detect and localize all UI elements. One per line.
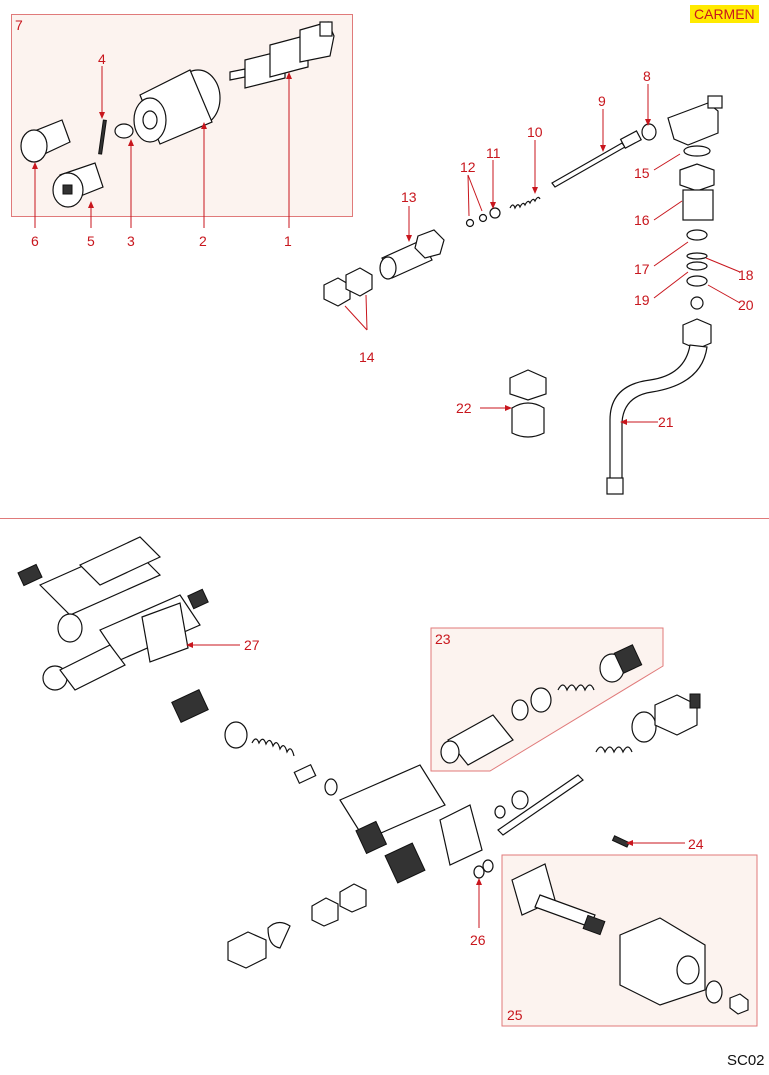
callout-13: 13 [401, 189, 417, 205]
part-nut-b [311, 897, 339, 927]
leader-lines [32, 66, 741, 928]
part-25-solenoid [511, 863, 749, 1015]
brand-badge: CARMEN [690, 5, 759, 23]
part-10-spring [509, 196, 541, 210]
part-11-seal [489, 207, 501, 219]
part-23-valve [440, 644, 643, 766]
part-2-knob [133, 69, 221, 145]
part-end-nut [227, 931, 267, 969]
part-26-oring-a [473, 865, 485, 879]
part-body [339, 764, 483, 884]
part-3-washer [114, 123, 134, 139]
part-elbow [667, 95, 723, 146]
part-21-pipe [606, 296, 712, 495]
part-oring-b [324, 778, 338, 796]
group-label-23: 23 [435, 631, 451, 647]
part-19-oring [686, 261, 708, 271]
part-spring-b [595, 746, 633, 754]
callout-4: 4 [98, 51, 106, 67]
callout-16: 16 [634, 212, 650, 228]
part-6-cap [20, 119, 71, 163]
callout-5: 5 [87, 233, 95, 249]
part-27-assembly [17, 536, 209, 691]
part-right-fitting [654, 693, 701, 736]
part-15-oring [683, 145, 711, 157]
part-26-oring-b [482, 859, 494, 873]
part-left-fitting [171, 689, 209, 723]
callout-15: 15 [634, 165, 650, 181]
part-22-fitting [509, 369, 547, 438]
group-label-25: 25 [507, 1007, 523, 1023]
callout-14: 14 [359, 349, 375, 365]
section-divider [0, 518, 769, 519]
part-1-valve [229, 21, 335, 89]
callout-2: 2 [199, 233, 207, 249]
part-14-nuts [323, 267, 373, 307]
part-piston [293, 763, 317, 785]
part-18-washer [686, 252, 708, 260]
callout-17: 17 [634, 261, 650, 277]
callout-19: 19 [634, 292, 650, 308]
part-9-rod [551, 130, 642, 188]
group-label-7: 7 [15, 17, 23, 33]
callout-1: 1 [284, 233, 292, 249]
part-rod [494, 774, 584, 836]
part-8-plug [641, 123, 657, 141]
callout-21: 21 [658, 414, 674, 430]
part-12-washer-a [465, 218, 475, 228]
part-4-pin [98, 119, 107, 155]
part-oring-a [224, 721, 248, 749]
part-oring-d [631, 711, 657, 743]
callout-20: 20 [738, 297, 754, 313]
callout-9: 9 [598, 93, 606, 109]
part-nut-a [339, 883, 367, 913]
callout-11: 11 [486, 145, 501, 161]
part-5-cap [52, 162, 104, 208]
callout-12: 12 [460, 159, 476, 175]
callout-27: 27 [244, 637, 260, 653]
part-cap [267, 921, 291, 949]
page-code: SC02 [727, 1052, 765, 1069]
callout-10: 10 [527, 124, 543, 140]
part-12-washer-b [478, 213, 488, 223]
part-24-screw [611, 835, 630, 848]
part-16-nut [679, 163, 715, 221]
callout-3: 3 [127, 233, 135, 249]
callout-18: 18 [738, 267, 754, 283]
callout-26: 26 [470, 932, 486, 948]
callout-8: 8 [643, 68, 651, 84]
callout-22: 22 [456, 400, 472, 416]
callout-6: 6 [31, 233, 39, 249]
part-spring-a [251, 738, 295, 757]
callout-24: 24 [688, 836, 704, 852]
part-17-spring [686, 229, 708, 241]
part-13-fitting [379, 229, 445, 280]
part-20-seal [686, 275, 708, 287]
